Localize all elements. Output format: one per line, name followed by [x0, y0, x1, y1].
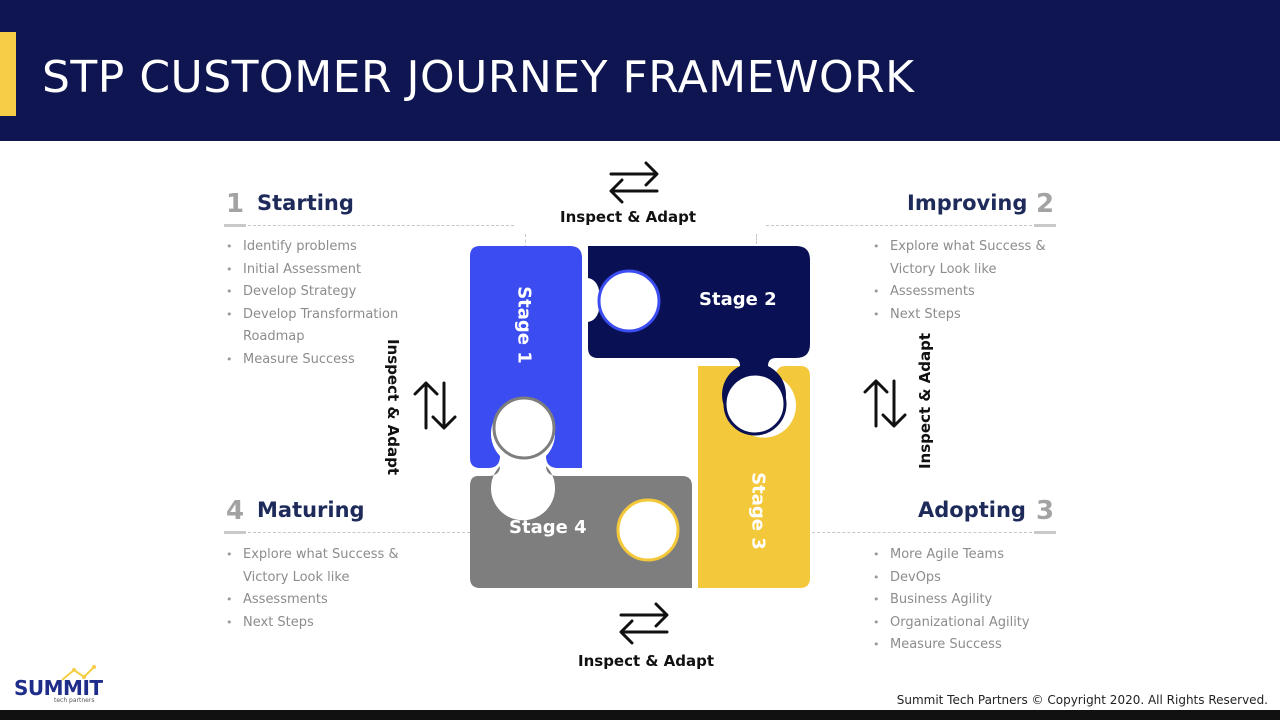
improving-list: Explore what Success & Victory Look like… [873, 236, 1058, 326]
section-heading-maturing: Maturing [257, 498, 365, 522]
connector-line [812, 532, 1032, 533]
list-item: Business Agility [873, 589, 1058, 612]
stage-2-label: Stage 2 [699, 289, 777, 310]
puzzle-hole [723, 372, 787, 436]
connector-line [766, 225, 1032, 226]
section-number-3: 3 [1036, 496, 1055, 526]
stage-3-label: Stage 3 [747, 472, 769, 550]
section-heading-adopting: Adopting [918, 498, 1026, 522]
list-item: Initial Assessment [226, 259, 426, 282]
swap-vertical-icon [413, 381, 457, 430]
section-number-1: 1 [226, 189, 245, 219]
connector-line [248, 532, 470, 533]
page-title: STP CUSTOMER JOURNEY FRAMEWORK [42, 52, 915, 103]
list-item: Develop Strategy [226, 281, 426, 304]
stage-3-piece [698, 366, 810, 588]
section-underline [224, 224, 246, 227]
connector-line [756, 234, 757, 244]
logo-subtitle: tech partners [54, 697, 95, 704]
list-item: Assessments [873, 281, 1058, 304]
puzzle-hole [492, 396, 556, 460]
section-heading-starting: Starting [257, 191, 354, 215]
section-underline [1034, 531, 1056, 534]
section-underline [1034, 224, 1056, 227]
list-item: Next Steps [226, 612, 411, 635]
section-heading-improving: Improving [907, 191, 1028, 215]
maturing-list: Explore what Success & Victory Look like… [226, 544, 411, 634]
list-item: Explore what Success & Victory Look like [873, 236, 1058, 281]
connector-line [525, 234, 526, 248]
puzzle-hole [616, 498, 680, 562]
list-item: DevOps [873, 567, 1058, 590]
list-item: Assessments [226, 589, 411, 612]
copyright-text: Summit Tech Partners © Copyright 2020. A… [896, 693, 1268, 707]
inspect-adapt-left: Inspect & Adapt [384, 338, 402, 476]
list-item: Next Steps [873, 304, 1058, 327]
inspect-adapt-right: Inspect & Adapt [916, 332, 934, 470]
list-item: Identify problems [226, 236, 426, 259]
footer-bar [0, 710, 1280, 720]
swap-horizontal-icon [619, 602, 669, 645]
section-number-2: 2 [1036, 189, 1055, 219]
list-item: More Agile Teams [873, 544, 1058, 567]
logo-wordmark: SUMMIT [14, 676, 103, 700]
connector-line [248, 225, 514, 226]
logo-mark-icon [61, 665, 96, 681]
starting-list: Identify problems Initial Assessment Dev… [226, 236, 426, 371]
list-item: Organizational Agility [873, 612, 1058, 635]
list-item: Measure Success [873, 634, 1058, 657]
inspect-adapt-bottom: Inspect & Adapt [578, 652, 715, 670]
section-underline [224, 531, 246, 534]
stage-1-label: Stage 1 [513, 286, 535, 364]
adopting-list: More Agile Teams DevOps Business Agility… [873, 544, 1058, 657]
list-item: Measure Success [226, 349, 426, 372]
inspect-adapt-top: Inspect & Adapt [560, 208, 697, 226]
section-number-4: 4 [226, 496, 245, 526]
puzzle-hole [597, 269, 661, 333]
list-item: Explore what Success & Victory Look like [226, 544, 411, 589]
header-bar [0, 0, 1280, 141]
stage-4-label: Stage 4 [509, 517, 587, 538]
swap-horizontal-icon [609, 161, 659, 204]
list-item: Develop Transformation Roadmap [226, 304, 426, 349]
header-accent [0, 32, 16, 116]
swap-vertical-icon [863, 379, 907, 428]
